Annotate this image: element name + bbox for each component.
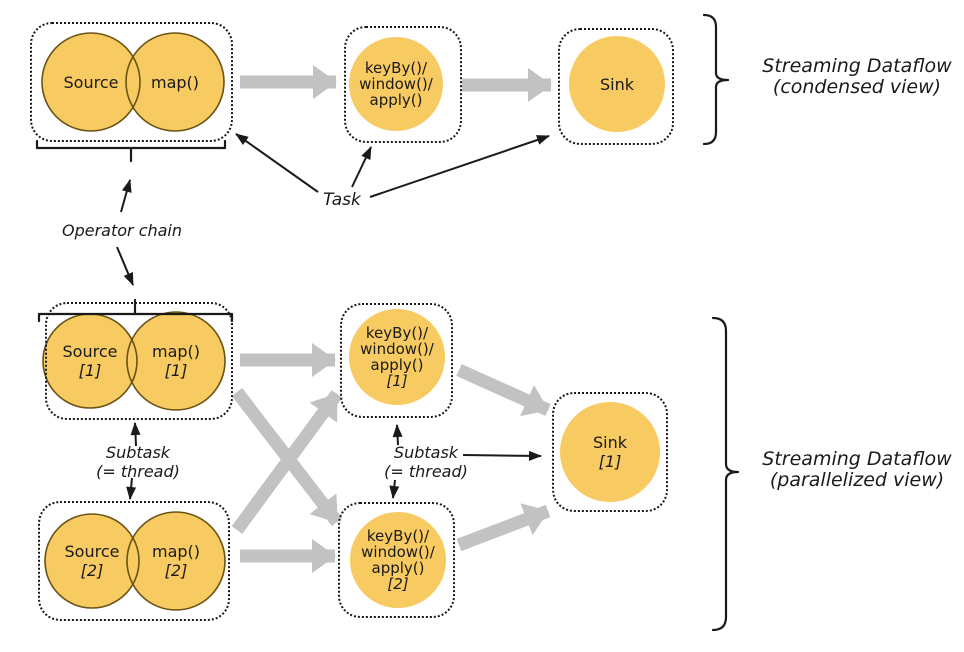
source2-circle: [45, 514, 139, 608]
keyby1-label: keyBy()/ window()/ apply() [1]: [349, 309, 445, 405]
map1-label-text: map(): [151, 342, 201, 361]
keyby1-index: [1]: [386, 372, 408, 390]
subtask2-line2: (= thread): [384, 462, 468, 481]
map1-label: map() [1]: [128, 313, 224, 409]
subtask-box-keyby-1: [340, 303, 453, 418]
subtask-box-keyby-2: [338, 502, 455, 618]
operator-chain-arrow-up: [120, 179, 132, 213]
keyby2-line-2: window()/: [361, 543, 435, 561]
keyby1-circle: [349, 309, 445, 405]
task-annotation: Task: [302, 190, 382, 210]
operator-chain-text: Operator chain: [61, 221, 183, 240]
task-arrow-to-keyby: [351, 146, 372, 188]
gray-arrow-srcmap2-to-keyby1: [231, 390, 343, 534]
subtask2-line1: Subtask: [393, 443, 459, 462]
sink1-circle: [560, 402, 660, 502]
keyby2-index: [2]: [387, 575, 409, 593]
map1-circle: [127, 312, 225, 410]
subtask1-line1: Subtask: [105, 443, 171, 462]
keyby1-line-2: window()/: [360, 340, 434, 358]
keyby2-label: keyBy()/ window()/ apply() [2]: [350, 512, 446, 608]
source2-circle-outline: [44, 513, 140, 609]
keyby-circle: [349, 37, 443, 131]
subtask-box-source-map-2: [38, 501, 230, 621]
condensed-caption-line1: Streaming Dataflow: [762, 55, 952, 77]
map1-circle-outline: [126, 311, 226, 411]
source1-index: [1]: [78, 361, 102, 380]
operator-chain-underbrace: [35, 139, 227, 163]
parallelized-caption-line2: (parallelized view): [769, 469, 945, 491]
sink-label-text: Sink: [599, 74, 634, 94]
sink1-index: [1]: [598, 452, 622, 471]
subtask-box-source-map-1: [45, 302, 233, 420]
parallelized-view-bracket: [711, 316, 740, 632]
task-box-keyby: [344, 26, 462, 143]
subtask2-arrow-up: [392, 424, 403, 446]
condensed-view-caption: Streaming Dataflow (condensed view): [752, 56, 962, 98]
keyby1-line-3: apply(): [370, 356, 424, 374]
subtask2-arrow-to-sink1: [462, 450, 542, 461]
subtask2-annotation: Subtask (= thread): [364, 443, 488, 481]
parallelized-view-caption: Streaming Dataflow (parallelized view): [752, 449, 962, 491]
source-label-text: Source: [63, 72, 119, 92]
gray-arrow-keyby1-to-sink1: [456, 364, 551, 417]
keyby2-circle: [350, 512, 446, 608]
map-label: map(): [126, 33, 224, 131]
map-label-text: map(): [150, 72, 200, 92]
source1-label-text: Source: [62, 342, 118, 361]
keyby2-line-1: keyBy()/: [366, 527, 430, 545]
source-circle-outline: [41, 32, 141, 132]
source2-label-text: Source: [64, 542, 120, 561]
sink1-label-text: Sink: [592, 433, 627, 452]
map-circle-outline: [125, 32, 225, 132]
source1-circle: [43, 314, 137, 408]
subtask1-arrow-down: [126, 477, 137, 500]
operator-chain-annotation: Operator chain: [42, 221, 202, 240]
task-arrow-to-sink: [369, 135, 550, 198]
keyby2-line-3: apply(): [371, 559, 425, 577]
map2-label: map() [2]: [128, 513, 224, 609]
subtask2-arrow-down: [389, 479, 400, 499]
sink1-label: Sink [1]: [562, 404, 658, 500]
source2-index: [2]: [80, 561, 104, 580]
task-annotation-text: Task: [323, 190, 361, 210]
condensed-view-bracket: [702, 13, 730, 146]
task-box-sink: [558, 28, 674, 145]
map-circle: [126, 33, 224, 131]
source-circle: [42, 33, 140, 131]
sink-circle: [569, 36, 665, 132]
map2-index: [2]: [164, 561, 188, 580]
keyby-label: keyBy()/ window()/ apply(): [349, 37, 443, 131]
keyby-line-3: apply(): [369, 91, 423, 109]
task-arrow-to-srcmap: [235, 133, 319, 193]
subtask1-arrow-up: [130, 422, 141, 447]
keyby-line-1: keyBy()/: [364, 59, 428, 77]
subtask-box-sink-1: [552, 392, 668, 512]
gray-arrow-keyby2-to-sink1: [456, 503, 551, 552]
subtask1-annotation: Subtask (= thread): [78, 443, 198, 481]
source2-label: Source [2]: [44, 513, 140, 609]
map2-circle: [127, 512, 225, 610]
operator-chain-arrow-down: [116, 246, 134, 286]
task-box-source-map: [30, 22, 233, 142]
keyby-line-2: window()/: [359, 75, 433, 93]
keyby1-line-1: keyBy()/: [365, 324, 429, 342]
map2-label-text: map(): [151, 542, 201, 561]
map2-circle-outline: [126, 511, 226, 611]
condensed-caption-line2: (condensed view): [772, 76, 942, 98]
sink-label: Sink: [569, 36, 665, 132]
source-label: Source: [42, 33, 140, 131]
parallelized-caption-line1: Streaming Dataflow: [762, 448, 952, 470]
map1-index: [1]: [164, 361, 188, 380]
subtask1-line2: (= thread): [96, 462, 180, 481]
source1-label: Source [1]: [42, 313, 138, 409]
